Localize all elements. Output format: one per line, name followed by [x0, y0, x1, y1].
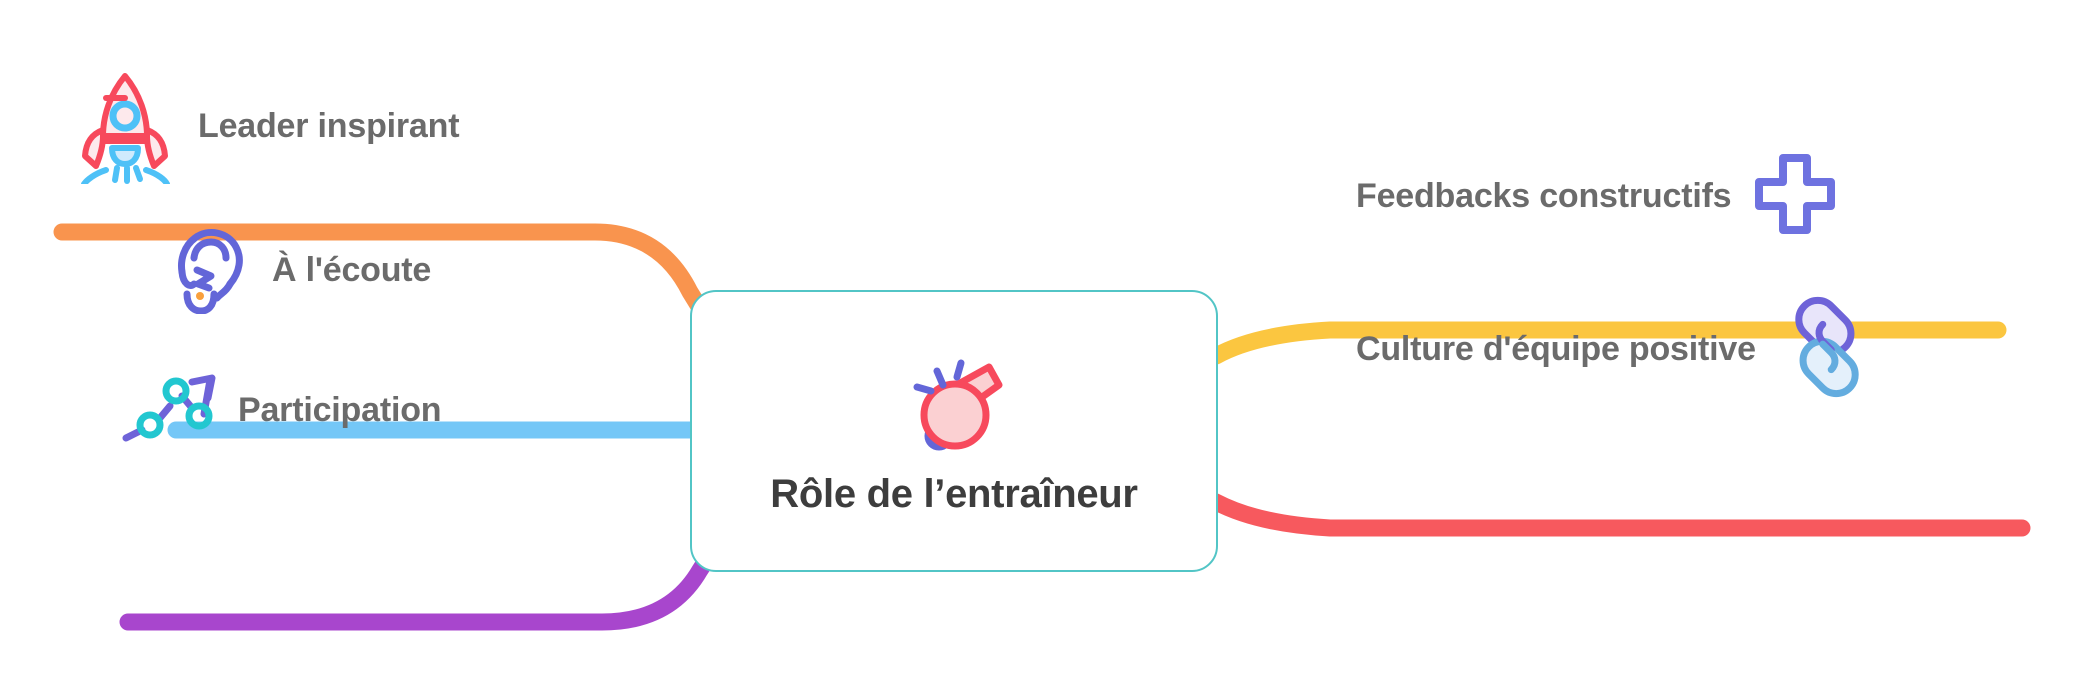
- ear-icon: [168, 222, 254, 319]
- chain-link-icon: [1774, 294, 1880, 405]
- branch-culture-equipe-positive[interactable]: Culture d'équipe positive: [1356, 294, 1880, 405]
- center-node[interactable]: Rôle de l’entraîneur: [690, 290, 1218, 572]
- branch-label-feedbacks-constructifs: Feedbacks constructifs: [1356, 177, 1732, 215]
- branch-label-a-lecoute: À l'écoute: [272, 251, 432, 289]
- branch-label-culture-equipe-positive: Culture d'équipe positive: [1356, 330, 1756, 368]
- branch-participation[interactable]: Participation: [120, 368, 442, 453]
- plus-cross-icon: [1749, 148, 1841, 245]
- branch-feedbacks-constructifs[interactable]: Feedbacks constructifs: [1356, 148, 1841, 245]
- rocket-icon: [70, 64, 180, 189]
- branch-label-participation: Participation: [238, 391, 442, 429]
- branch-a-lecoute[interactable]: À l'écoute: [168, 222, 431, 319]
- connector-participation: [119, 539, 723, 631]
- center-node-title: Rôle de l’entraîneur: [770, 472, 1138, 516]
- branch-leader-inspirant[interactable]: Leader inspirant: [70, 64, 460, 189]
- whistle-icon: [899, 349, 1009, 464]
- connector-culture-equipe-positive: [1207, 493, 2031, 537]
- branch-label-leader-inspirant: Leader inspirant: [198, 107, 460, 145]
- trend-chart-icon: [120, 368, 220, 453]
